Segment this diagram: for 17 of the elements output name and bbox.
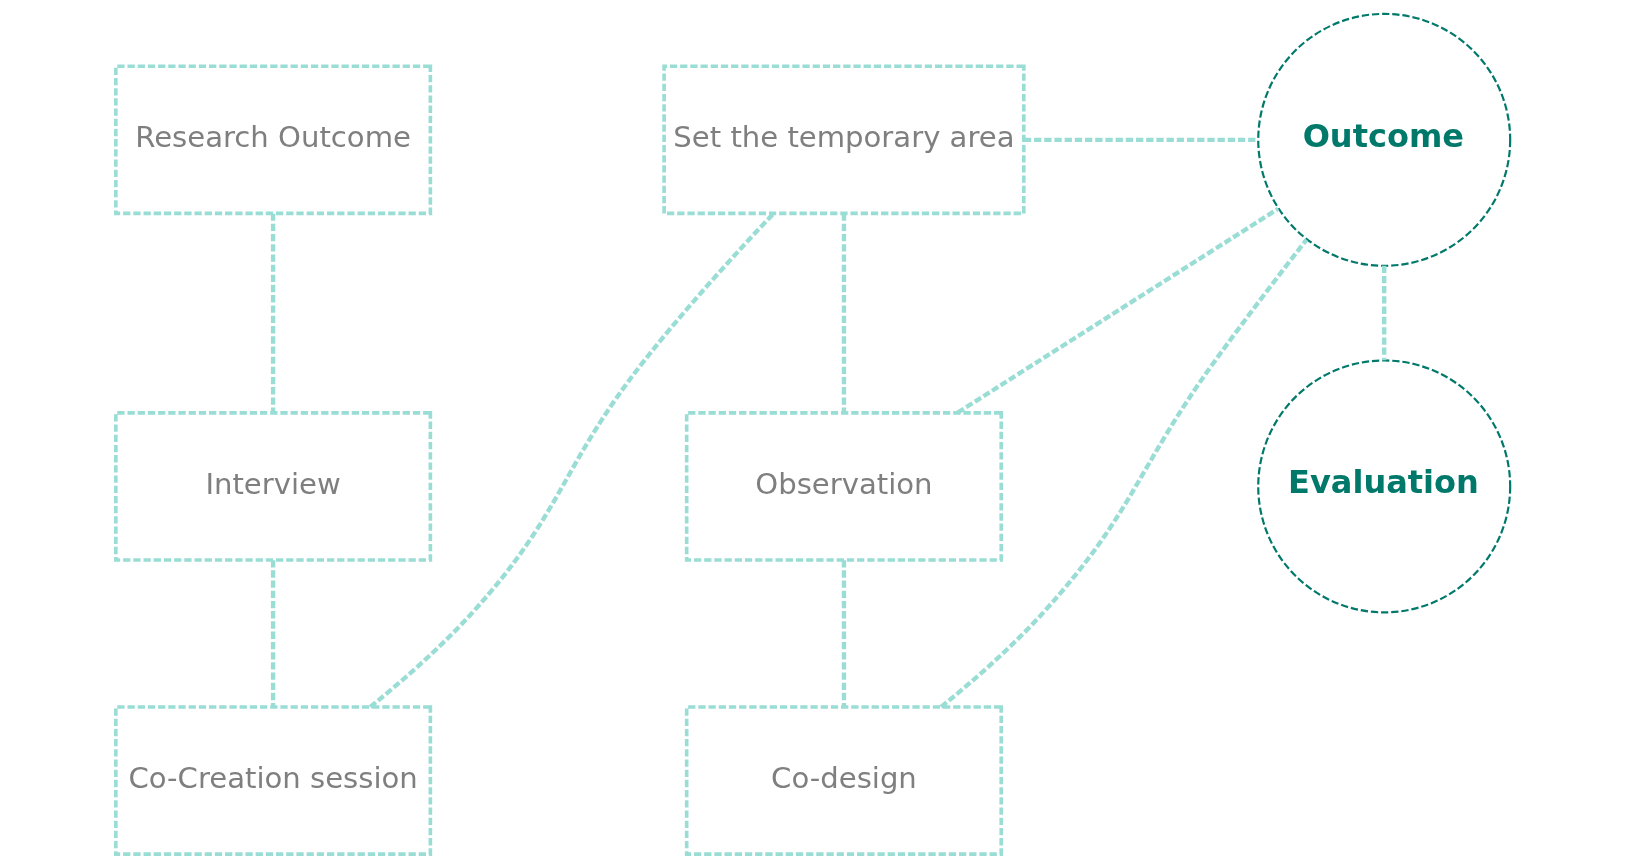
connector xyxy=(270,213,275,413)
node-box: Co-design xyxy=(684,705,1003,856)
node-box: Co-Creation session xyxy=(113,705,432,856)
connector xyxy=(270,560,275,707)
connector xyxy=(956,206,1279,415)
connector xyxy=(1381,265,1386,361)
connector xyxy=(1023,137,1258,143)
node-circle: Evaluation xyxy=(1256,359,1511,614)
connector xyxy=(841,560,846,707)
node-box: Observation xyxy=(684,411,1003,562)
connector xyxy=(841,213,846,413)
node-box: Set the temporary area xyxy=(661,64,1026,216)
node-box: Research Outcome xyxy=(113,64,432,216)
connector xyxy=(368,212,775,709)
connector xyxy=(939,238,1308,709)
node-circle: Outcome xyxy=(1256,12,1511,267)
node-box: Interview xyxy=(113,411,432,562)
